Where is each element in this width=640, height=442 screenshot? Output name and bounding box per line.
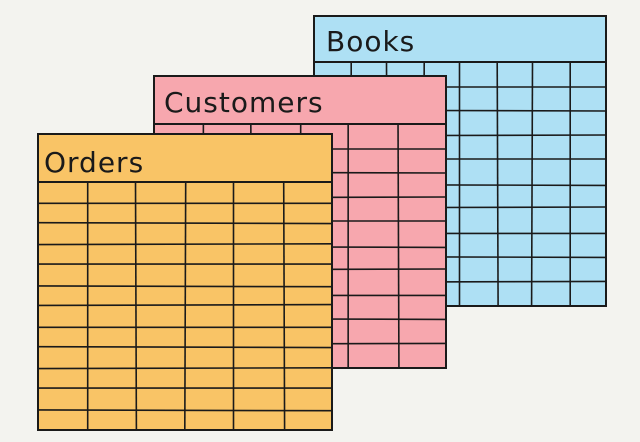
orders-column-line — [282, 181, 286, 431]
orders-column-line — [184, 181, 187, 431]
customers-column-line — [397, 123, 400, 369]
orders-grid — [37, 181, 333, 431]
orders-table: Orders — [37, 133, 333, 431]
orders-table-title: Orders — [44, 146, 144, 179]
books-column-line — [496, 61, 499, 307]
books-column-line — [530, 61, 534, 307]
orders-column-line — [134, 181, 138, 431]
customers-table-title: Customers — [164, 86, 324, 119]
books-table-title: Books — [326, 25, 415, 58]
